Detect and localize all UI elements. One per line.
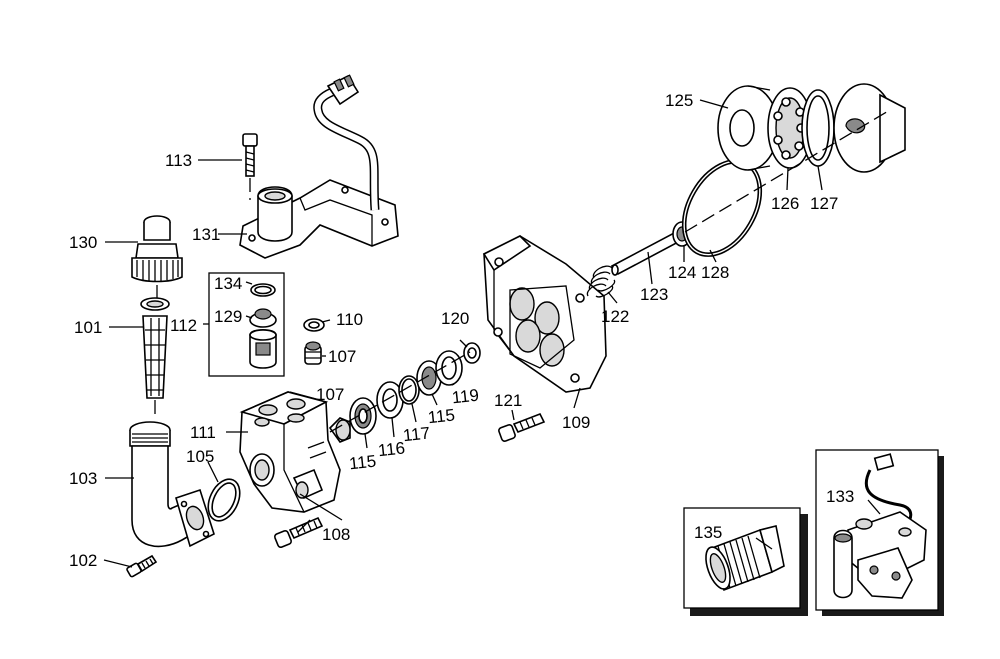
part-107-plug-upper: [304, 341, 322, 365]
part-105-o-ring: [207, 478, 241, 522]
inset-135: [683, 507, 808, 616]
part-101-filter: [140, 297, 170, 418]
part-131-valve-block: [239, 74, 399, 259]
part-107-check-valve-lower: [328, 417, 351, 443]
label-122: 122: [601, 307, 629, 326]
part-108-screw: [273, 516, 324, 549]
leader-lines: [103, 99, 881, 568]
part-130-hose-connector: [131, 215, 183, 298]
part-122-spring: [586, 265, 616, 298]
part-115-seal-a: [349, 397, 377, 435]
part-120-ring: [463, 342, 481, 364]
label-116: 116: [377, 438, 406, 460]
label-135: 135: [694, 523, 722, 542]
label-131: 131: [192, 225, 220, 244]
part-109-housing-plate: [482, 235, 607, 393]
label-109: 109: [562, 413, 590, 432]
part-121-screw: [498, 412, 546, 442]
label-103: 103: [69, 469, 97, 488]
label-123: 123: [640, 285, 668, 304]
label-108: 108: [322, 525, 350, 544]
label-133: 133: [826, 487, 854, 506]
part-125-bearing-race: [717, 85, 779, 171]
part-111-pump-head: [239, 391, 341, 513]
label-120: 120: [441, 309, 469, 328]
part-115-seal-b: [416, 360, 442, 396]
label-115a: 115: [348, 452, 377, 474]
label-101: 101: [74, 318, 102, 337]
label-117: 117: [402, 423, 431, 445]
inset-133: [815, 449, 944, 616]
label-119: 119: [451, 386, 480, 408]
label-110: 110: [336, 310, 363, 329]
label-134: 134: [214, 274, 242, 293]
group-112-cartridge-box: [203, 272, 285, 377]
part-labels: 113 131 130 134 129 112 101 110 107 107 …: [69, 91, 854, 570]
label-129: 129: [214, 307, 242, 326]
label-115b: 115: [427, 405, 456, 427]
label-125: 125: [665, 91, 693, 110]
label-113: 113: [165, 151, 192, 170]
label-128: 128: [701, 263, 729, 282]
part-117-o-ring: [398, 375, 420, 405]
label-105: 105: [186, 447, 214, 466]
part-113-screw: [242, 133, 258, 200]
label-127: 127: [810, 194, 838, 213]
part-103-elbow-pipe: [129, 421, 215, 548]
part-119-seal: [435, 350, 463, 386]
label-102: 102: [69, 551, 97, 570]
label-111: 111: [190, 423, 216, 442]
part-110-washer: [303, 318, 325, 332]
label-130: 130: [69, 233, 97, 252]
label-112: 112: [170, 316, 197, 335]
part-128-large-o-ring: [681, 159, 763, 257]
label-126: 126: [771, 194, 799, 213]
part-127-washer: [801, 89, 835, 167]
label-121: 121: [494, 391, 522, 410]
label-107a: 107: [328, 347, 356, 366]
label-124: 124: [668, 263, 696, 282]
swash-plate: [833, 83, 906, 173]
label-107b: 107: [316, 385, 344, 404]
